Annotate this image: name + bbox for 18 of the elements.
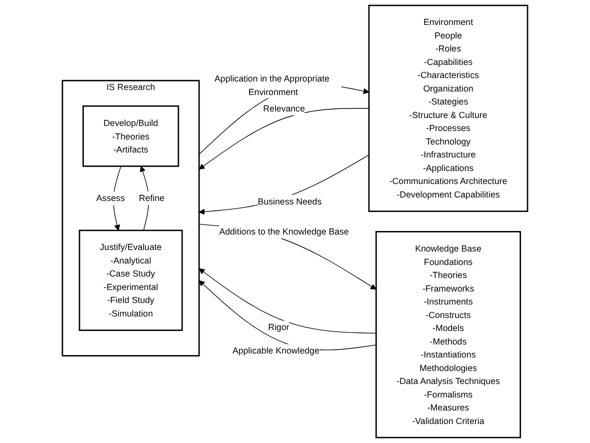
- edge-label: Business Needs: [258, 196, 322, 206]
- edge-label: Relevance: [263, 103, 305, 114]
- arrow: [198, 84, 370, 155]
- node-box: Justify/Evaluate -Analytical -Case Study -Experimental -Field Study -Simulation: [78, 230, 183, 331]
- arrow: [198, 154, 370, 215]
- edge-label: Assess: [96, 193, 125, 204]
- node-box: Environment People -Roles -Capabilities -Characteristics Organization -Stategies -Structure & Culture -Processes Technology -Infrastructure -Applications -Communications Architecture -Development Capabilities: [368, 4, 528, 212]
- edge-label: Additions to the Knowledge Base: [219, 226, 349, 237]
- node-box: Knowledge Base Foundations -Theories -Frameworks -Instruments -Constructs -Models -Methods -Instantiations Methodologies -Data Analysis Techniques -Formalisms -Measures -Validation Criteria: [375, 231, 522, 438]
- node-box: Develop/Build -Theories -Artifacts: [82, 105, 180, 167]
- arrow: [198, 280, 376, 350]
- edge-label: Refine: [138, 192, 164, 203]
- arrow: [198, 224, 376, 290]
- edge-label: Applicable Knowledge: [232, 345, 320, 356]
- arrow: [198, 268, 376, 334]
- arrow: [198, 108, 370, 170]
- edge-label: Application in the Appropriate Environment: [214, 73, 330, 97]
- edge-label: Rigor: [268, 322, 290, 332]
